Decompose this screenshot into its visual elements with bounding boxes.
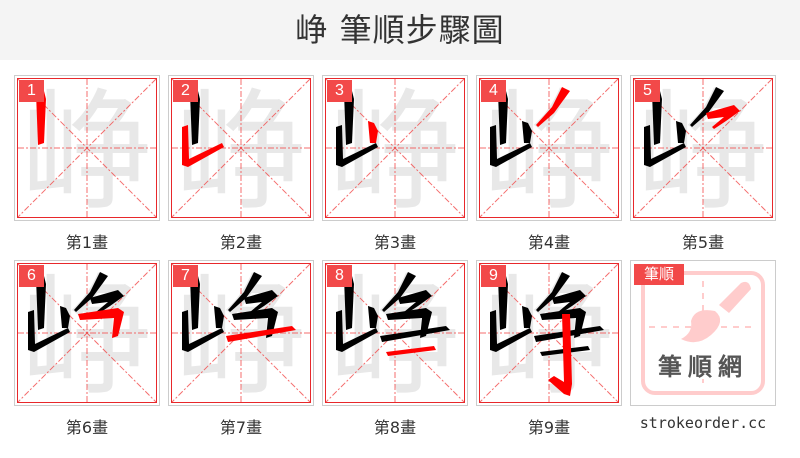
step-number-badge: 6 <box>19 265 44 287</box>
step-caption: 第4畫 <box>527 233 571 252</box>
stroke-step-6: 峥 6 第6畫 <box>14 260 160 438</box>
logo-tag: 筆順 <box>634 264 684 285</box>
stroke-box: 峥 1 <box>14 75 160 221</box>
practice-grid: 峥 4 <box>479 78 619 218</box>
stroke-box: 峥 2 <box>168 75 314 221</box>
step-number-badge: 3 <box>327 80 352 102</box>
stroke-glyph <box>490 87 570 167</box>
practice-grid: 峥 2 <box>171 78 311 218</box>
stroke-step-9: 峥 9 第9畫 <box>476 260 622 438</box>
step-number-badge: 1 <box>19 80 44 102</box>
stroke-glyph <box>490 272 604 396</box>
stroke-box: 峥 3 <box>322 75 468 221</box>
stroke-box: 峥 9 <box>476 260 622 406</box>
step-number-badge: 2 <box>173 80 198 102</box>
stroke-glyph <box>36 91 46 145</box>
stroke-box: 峥 6 <box>14 260 160 406</box>
header-bar: 峥 筆順步驟圖 <box>0 0 800 60</box>
stroke-step-1: 峥 1 第1畫 <box>14 75 160 253</box>
logo-text: 筆順網 <box>658 353 748 381</box>
stroke-glyph <box>28 272 124 352</box>
step-caption: 第7畫 <box>219 418 263 437</box>
site-url-link[interactable]: strokeorder.cc <box>639 414 767 432</box>
step-caption: 第3畫 <box>373 233 417 252</box>
stroke-glyph <box>182 91 224 167</box>
step-number-badge: 4 <box>481 80 506 102</box>
stroke-glyph <box>182 272 296 352</box>
step-caption: 第5畫 <box>681 233 725 252</box>
step-caption: 第8畫 <box>373 418 417 437</box>
step-number-badge: 5 <box>635 80 660 102</box>
step-caption: 第1畫 <box>65 233 109 252</box>
stroke-step-5: 峥 5 第5畫 <box>630 75 776 253</box>
page-title: 峥 筆順步驟圖 <box>295 11 505 49</box>
stroke-step-8: 峥 8 第8畫 <box>322 260 468 438</box>
logo-box[interactable]: 筆順 筆順網 <box>630 260 776 406</box>
step-caption: 第2畫 <box>219 233 263 252</box>
practice-grid: 峥 5 <box>633 78 773 218</box>
stroke-glyph <box>336 91 378 167</box>
stroke-box: 峥 4 <box>476 75 622 221</box>
step-caption: 第9畫 <box>527 418 571 437</box>
stroke-glyph <box>644 87 740 167</box>
stroke-step-2: 峥 2 第2畫 <box>168 75 314 253</box>
grid-lines: 峥 <box>326 264 464 402</box>
stroke-glyph <box>336 272 450 356</box>
stroke-box: 峥 7 <box>168 260 314 406</box>
stroke-step-4: 峥 4 第4畫 <box>476 75 622 253</box>
practice-grid: 峥 1 <box>17 78 157 218</box>
strokeorder-logo[interactable]: 筆順 筆順網 strokeorder.cc <box>630 260 776 432</box>
stroke-box: 峥 8 <box>322 260 468 406</box>
practice-grid: 峥 9 <box>479 263 619 403</box>
stroke-step-7: 峥 7 第7畫 <box>168 260 314 438</box>
step-number-badge: 8 <box>327 265 352 287</box>
practice-grid: 峥 3 <box>325 78 465 218</box>
practice-grid: 峥 6 <box>17 263 157 403</box>
stroke-box: 峥 5 <box>630 75 776 221</box>
stroke-step-3: 峥 3 第3畫 <box>322 75 468 253</box>
step-number-badge: 7 <box>173 265 198 287</box>
step-caption: 第6畫 <box>65 418 109 437</box>
brush-icon <box>641 271 765 395</box>
practice-grid: 峥 7 <box>171 263 311 403</box>
practice-grid: 峥 8 <box>325 263 465 403</box>
step-number-badge: 9 <box>481 265 506 287</box>
